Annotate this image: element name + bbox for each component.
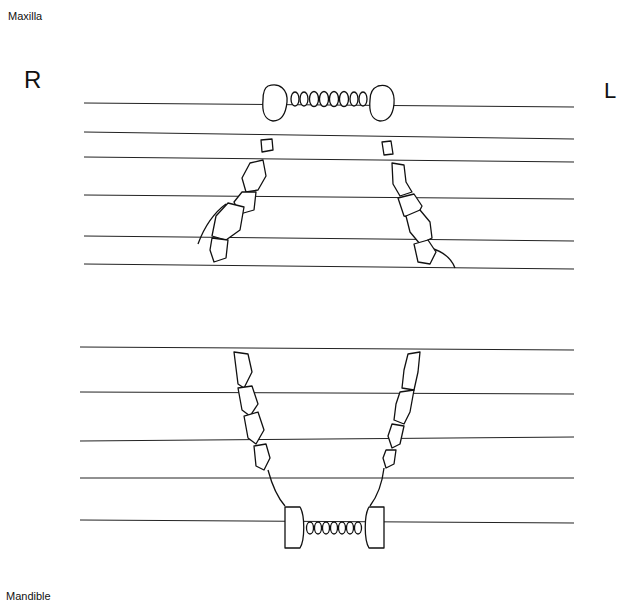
premolar-tooth (382, 141, 393, 155)
molar-tooth (392, 163, 412, 196)
molar-tooth (242, 160, 266, 192)
arch-outline (268, 470, 285, 506)
canine-tooth (285, 507, 304, 548)
molar-tooth (244, 412, 264, 444)
guide-line (84, 103, 574, 107)
molar-tooth (406, 210, 432, 244)
molar-tooth (388, 424, 404, 448)
canine-tooth (365, 507, 384, 548)
canine-tooth (370, 85, 394, 121)
molar-tooth (212, 203, 244, 240)
molar-tooth (210, 238, 228, 262)
molar-tooth (402, 352, 420, 390)
guide-line (84, 236, 574, 241)
guide-line (80, 392, 574, 394)
molar-tooth (394, 390, 414, 424)
guide-lines (80, 103, 574, 523)
premolar-tooth (383, 450, 396, 468)
incisor-tooth (310, 92, 319, 107)
side-label: L (604, 78, 616, 103)
maxilla-teeth (198, 85, 455, 268)
premolar-tooth (254, 444, 270, 470)
incisor-tooth (347, 522, 354, 534)
guide-line (80, 347, 574, 350)
incisor-tooth (359, 92, 367, 106)
guide-line (84, 157, 574, 162)
mandible-teeth (234, 352, 420, 548)
premolar-tooth (261, 139, 273, 152)
incisor-tooth (300, 92, 308, 106)
guide-line (84, 132, 574, 139)
guide-line (84, 195, 574, 199)
guide-line (80, 437, 574, 441)
incisor-tooth (291, 92, 299, 106)
molar-tooth (414, 240, 436, 264)
incisor-tooth (315, 522, 322, 534)
incisor-tooth (320, 92, 329, 107)
canine-tooth (263, 85, 287, 121)
incisor-tooth (355, 522, 362, 534)
jaw-label: Mandible (6, 590, 51, 603)
molar-tooth (238, 386, 258, 416)
guide-line (84, 264, 574, 269)
arch-outline (370, 468, 384, 506)
incisor-tooth (339, 522, 346, 534)
incisor-tooth (331, 522, 338, 534)
molar-tooth (234, 352, 252, 388)
incisor-tooth (350, 92, 358, 106)
guide-line (80, 478, 574, 479)
incisor-tooth (323, 522, 330, 534)
jaw-label: Maxilla (8, 10, 42, 23)
incisor-tooth (307, 522, 314, 534)
side-label: R (24, 66, 41, 94)
incisor-tooth (340, 92, 349, 107)
incisor-tooth (330, 92, 339, 107)
